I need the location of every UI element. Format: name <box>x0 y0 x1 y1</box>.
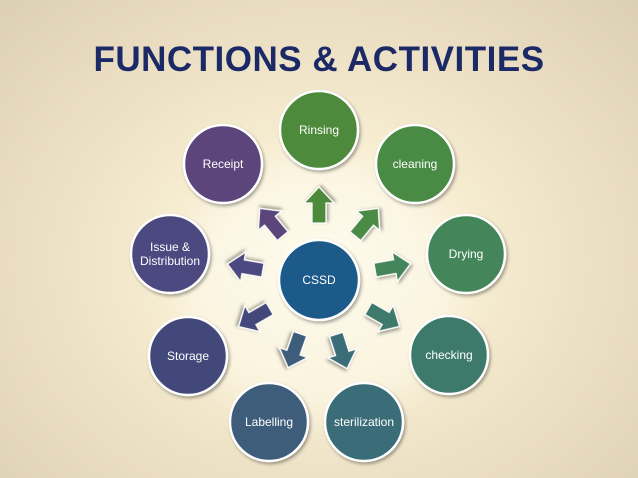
cycle-node-circle <box>228 381 310 463</box>
flow-arrow <box>257 207 289 242</box>
cycle-node-circle <box>323 381 405 463</box>
flow-arrow <box>237 301 275 333</box>
flow-arrow-shape <box>364 301 401 333</box>
cycle-node: Storage <box>147 315 229 397</box>
flow-arrow <box>278 330 310 369</box>
cycle-node: cleaning <box>374 123 456 205</box>
flow-arrow <box>326 331 358 370</box>
cycle-node-label: sterilization <box>334 415 394 429</box>
flow-arrow-shape <box>326 331 358 370</box>
flow-arrow-shape <box>278 330 310 369</box>
center-node-label: CSSD <box>302 273 336 287</box>
flow-arrow-shape <box>302 186 336 224</box>
cycle-node-label: Receipt <box>203 157 244 171</box>
cycle-node: Issue &Distribution <box>129 213 211 295</box>
cycle-node: sterilization <box>323 381 405 463</box>
cycle-node-circle <box>408 314 490 396</box>
cycle-node: checking <box>408 314 490 396</box>
flow-arrow-shape <box>373 250 412 283</box>
arrows-layer <box>226 186 412 370</box>
center-layer: CSSD <box>277 238 361 322</box>
flow-arrow-shape <box>257 207 289 242</box>
cycle-node-circle <box>182 123 264 205</box>
flow-arrow-shape <box>237 301 275 333</box>
cycle-node: Rinsing <box>278 89 360 171</box>
cycle-node-label: Issue &Distribution <box>140 240 200 268</box>
cycle-node-label: Drying <box>449 247 484 261</box>
flow-arrow <box>364 301 401 333</box>
cycle-node-circle <box>425 213 507 295</box>
flow-arrow <box>349 207 381 242</box>
cycle-node-label: Rinsing <box>299 123 339 137</box>
cycle-node-circle <box>129 213 211 295</box>
flow-arrow <box>373 250 412 283</box>
flow-arrow <box>302 186 336 224</box>
cycle-node: Receipt <box>182 123 264 205</box>
cycle-node-circle <box>278 89 360 171</box>
cycle-node-circle <box>147 315 229 397</box>
cycle-node-label: cleaning <box>393 157 438 171</box>
cycle-node-label: Storage <box>167 349 209 363</box>
cycle-node: Labelling <box>228 381 310 463</box>
flow-arrow-shape <box>226 250 265 284</box>
cycle-node-circle <box>374 123 456 205</box>
cycle-node-label: checking <box>425 348 472 362</box>
cycle-node: Drying <box>425 213 507 295</box>
center-node-circle <box>277 238 361 322</box>
flow-arrow <box>226 250 265 284</box>
flow-arrow-shape <box>349 207 381 242</box>
cycle-node-label: Labelling <box>245 415 293 429</box>
page-title: FUNCTIONS & ACTIVITIES <box>93 40 545 79</box>
